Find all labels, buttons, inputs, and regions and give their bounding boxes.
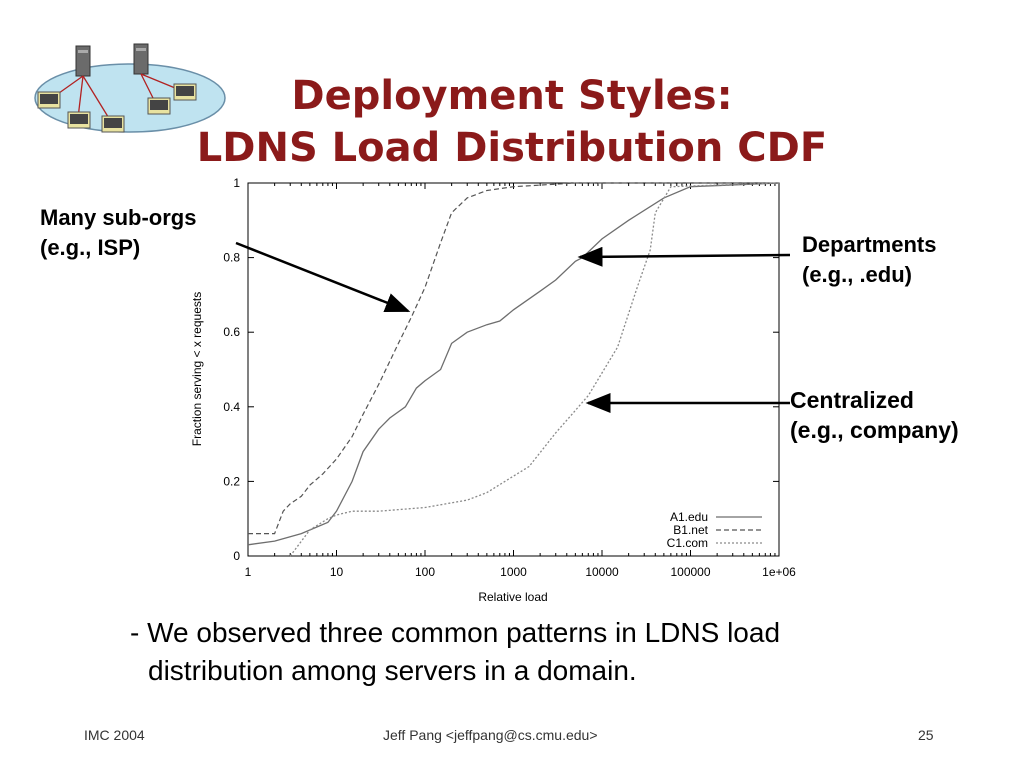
x-tick-label: 10000 bbox=[585, 565, 619, 579]
network-diagram-icon bbox=[34, 43, 226, 133]
series-line-c1-com bbox=[289, 182, 780, 557]
arrow-many-suborgs bbox=[235, 241, 411, 313]
annotation-many-suborgs-line2: (e.g., ISP) bbox=[40, 235, 141, 260]
computer-icon bbox=[67, 111, 91, 129]
annotation-centralized-line1: Centralized bbox=[790, 387, 914, 413]
y-tick-label: 0.6 bbox=[223, 325, 240, 339]
bullet-point: - We observed three common patterns in L… bbox=[130, 614, 970, 690]
legend-label: C1.com bbox=[667, 536, 708, 550]
y-tick-label: 1 bbox=[233, 176, 240, 190]
computer-icon bbox=[147, 97, 171, 115]
page-number: 25 bbox=[918, 727, 934, 743]
annotation-many-suborgs-line1: Many sub-orgs bbox=[40, 205, 197, 230]
bullet-line2: distribution among servers in a domain. bbox=[148, 655, 637, 686]
x-tick-label: 1000 bbox=[500, 565, 527, 579]
series-line-a1-edu bbox=[247, 182, 780, 546]
slide-title-line1: Deployment Styles: bbox=[291, 73, 733, 119]
x-tick-label: 1e+06 bbox=[762, 565, 796, 579]
x-axis-label: Relative load bbox=[478, 590, 547, 604]
annotation-departments: Departments (e.g., .edu) bbox=[802, 230, 936, 290]
y-axis-label: Fraction serving < x requests bbox=[190, 292, 204, 446]
y-tick-label: 0.4 bbox=[223, 400, 240, 414]
x-tick-label: 10 bbox=[330, 565, 344, 579]
x-tick-label: 100 bbox=[415, 565, 435, 579]
x-tick-label: 1 bbox=[245, 565, 252, 579]
arrow-departments bbox=[577, 246, 791, 267]
cdf-chart: 1 10 100 1000 10000 100000 1e+06 0 0.2 0.4 0.6 0.8 1… bbox=[190, 176, 796, 604]
y-tick-label: 0.2 bbox=[223, 474, 240, 488]
network-links bbox=[51, 73, 181, 121]
annotation-centralized-line2: (e.g., company) bbox=[790, 417, 959, 443]
footer-author: Jeff Pang <jeffpang@cs.cmu.edu> bbox=[383, 727, 598, 743]
bullet-line1: - We observed three common patterns in L… bbox=[130, 617, 781, 648]
computer-icon bbox=[37, 91, 61, 109]
x-tick-label: 100000 bbox=[670, 565, 710, 579]
series-line-b1-net bbox=[248, 182, 779, 535]
annotation-centralized: Centralized (e.g., company) bbox=[790, 385, 959, 445]
annotation-departments-line1: Departments bbox=[802, 232, 937, 257]
slide-title-line2: LDNS Load Distribution CDF bbox=[196, 125, 828, 171]
annotation-many-suborgs: Many sub-orgs (e.g., ISP) bbox=[40, 203, 196, 263]
y-tick-label: 0 bbox=[233, 549, 240, 563]
footer-conference: IMC 2004 bbox=[84, 727, 145, 743]
legend-label: A1.edu bbox=[670, 510, 708, 524]
computer-icon bbox=[101, 115, 125, 133]
y-tick-label: 0.8 bbox=[223, 251, 240, 265]
plot-frame bbox=[247, 182, 780, 557]
legend-label: B1.net bbox=[673, 523, 708, 537]
annotation-departments-line2: (e.g., .edu) bbox=[802, 262, 912, 287]
computer-icon bbox=[173, 83, 197, 101]
